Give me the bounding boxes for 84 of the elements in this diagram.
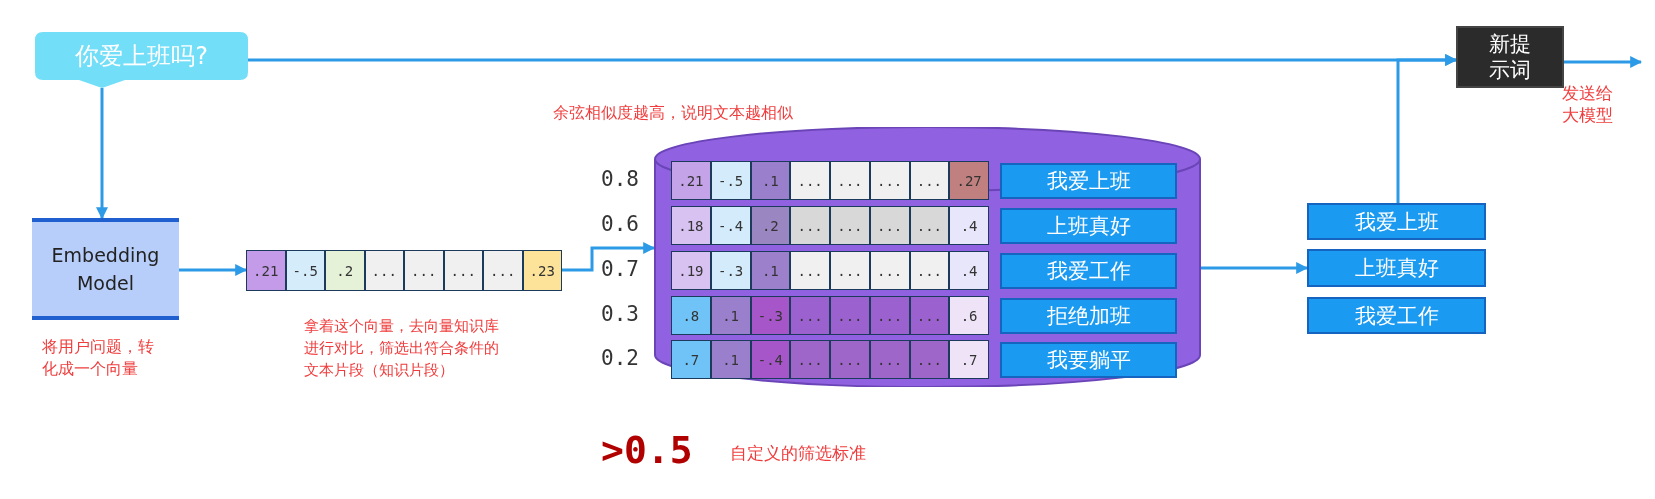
- similarity-score: 0.6: [601, 212, 639, 236]
- vector-cell: .4: [949, 206, 989, 245]
- text-chunk-box: 上班真好: [1307, 249, 1486, 287]
- vector-row: [671, 161, 989, 200]
- vector-cell: .2: [325, 250, 365, 291]
- vector-cell: .18: [671, 206, 711, 245]
- vector-row: [671, 296, 989, 335]
- node-text: 新提示词: [1488, 30, 1532, 84]
- vector-cell: ...: [830, 161, 870, 200]
- similarity-score: 0.8: [601, 167, 639, 191]
- box: [654, 127, 1201, 387]
- vector-cell: .1: [710, 296, 751, 335]
- vector-row: [246, 250, 562, 291]
- vector-cell: ...: [869, 296, 910, 335]
- vector-cell: -.4: [710, 206, 751, 245]
- vector-cell: ...: [830, 296, 870, 335]
- text-chunk-box: 我要躺平: [1000, 342, 1177, 378]
- vector-cell: .4: [949, 251, 989, 290]
- vector-cell: ...: [869, 340, 910, 379]
- vector-cell: .19: [671, 251, 711, 290]
- vector-cell: .6: [949, 296, 989, 335]
- text-chunk-box: 上班真好: [1000, 208, 1177, 244]
- annotation-text: 将用户问题，转化成一个向量: [42, 336, 155, 380]
- vector-cell: .1: [750, 161, 791, 200]
- arrow: [179, 264, 248, 276]
- model-box: Embedding Model: [32, 218, 179, 320]
- vector-cell: .7: [671, 340, 711, 379]
- similarity-score: 0.2: [601, 346, 639, 370]
- text-chunk-box: 我爱工作: [1000, 253, 1177, 289]
- vector-cell: .8: [671, 296, 711, 335]
- vector-cell: .1: [750, 251, 791, 290]
- vector-cell: ...: [869, 206, 910, 245]
- prompt-box: [1456, 26, 1564, 88]
- similarity-score: 0.7: [601, 257, 639, 281]
- annotation-text: 发送给大模型: [1562, 82, 1614, 127]
- threshold-value: >0.5: [601, 428, 693, 472]
- arrow: [1564, 56, 1643, 68]
- text-chunk-box: 拒绝加班: [1000, 298, 1177, 334]
- similarity-score: 0.3: [601, 302, 639, 326]
- vector-cell: .21: [246, 250, 286, 291]
- vector-cell: .7: [949, 340, 989, 379]
- vector-cell: .27: [949, 161, 989, 200]
- vector-cell: -.4: [750, 340, 791, 379]
- vector-cell: .2: [750, 206, 791, 245]
- vector-cell: ...: [830, 206, 870, 245]
- vector-cell: -.5: [285, 250, 325, 291]
- vector-cell: ...: [830, 340, 870, 379]
- vector-cell: ...: [909, 296, 950, 335]
- text-chunk-box: 我爱上班: [1000, 163, 1177, 199]
- vector-cell: .1: [710, 340, 751, 379]
- vector-cell: ...: [790, 161, 830, 200]
- vector-cell: ...: [364, 250, 404, 291]
- vector-cell: ...: [909, 161, 950, 200]
- annotation-text: 拿着这个向量，去向量知识库进行对比，筛选出符合条件的文本片段（知识片段）: [304, 316, 500, 381]
- speech-bubble: 你爱上班吗?: [35, 32, 248, 88]
- vector-cell: ...: [790, 340, 830, 379]
- text-chunk-box: 我爱上班: [1307, 203, 1486, 240]
- vector-cell: ...: [830, 251, 870, 290]
- arrow: [1201, 262, 1309, 274]
- vector-cell: ...: [909, 251, 950, 290]
- vector-cell: -.3: [710, 251, 751, 290]
- text-chunk-box: 我爱工作: [1307, 297, 1486, 334]
- vector-cell: ...: [909, 206, 950, 245]
- vector-cell: -.3: [750, 296, 791, 335]
- vector-cell: ...: [869, 161, 910, 200]
- vector-cell: .23: [522, 250, 562, 291]
- vector-cell: ...: [790, 206, 830, 245]
- annotation-text: 余弦相似度越高，说明文本越相似: [553, 103, 793, 124]
- vector-row: [671, 340, 989, 379]
- vector-row: [671, 206, 989, 245]
- vector-cell: ...: [790, 296, 830, 335]
- vector-row: [671, 251, 989, 290]
- vector-cell: ...: [443, 250, 483, 291]
- vector-cell: ...: [483, 250, 523, 291]
- vector-cell: ...: [790, 251, 830, 290]
- arrow: [562, 242, 656, 272]
- vector-cell: ...: [909, 340, 950, 379]
- arrow: [96, 88, 108, 220]
- vector-cell: ...: [404, 250, 444, 291]
- vector-cell: ...: [869, 251, 910, 290]
- vector-cell: -.5: [710, 161, 751, 200]
- vector-cell: .21: [671, 161, 711, 200]
- annotation-text: 自定义的筛选标准: [730, 442, 866, 465]
- arrow: [1396, 54, 1458, 203]
